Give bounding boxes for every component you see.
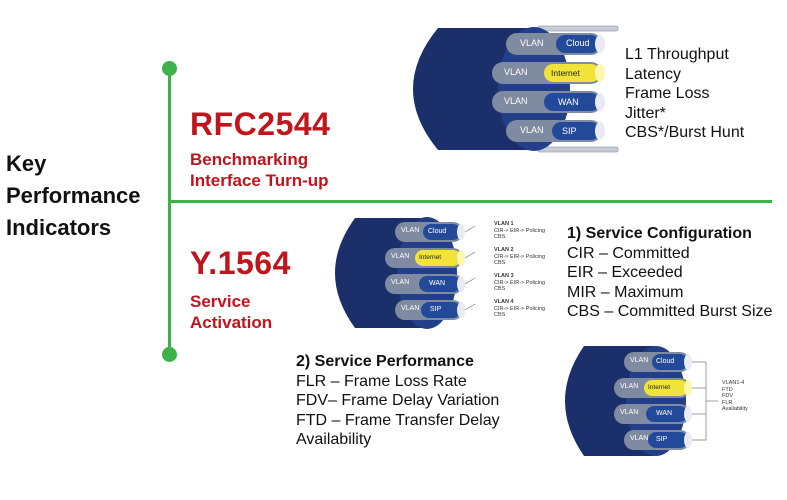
vlan-note-title: VLAN 2	[494, 247, 514, 253]
service-label: Cloud	[656, 358, 675, 365]
kpi-line: Indicators	[6, 215, 112, 240]
bottom-node-dot	[162, 347, 177, 362]
rfc-wire-wan	[492, 91, 605, 113]
config-item: EIR – Exceeded	[567, 264, 683, 281]
service-label: Internet	[419, 254, 442, 261]
y1564-subtitle-line: Service	[190, 292, 251, 311]
vlan-label: VLAN	[520, 38, 544, 48]
vlan-note-line: CIR-> EIR-> Policing	[494, 305, 546, 312]
horizontal-divider	[168, 200, 772, 203]
vlan-note-line: CIR-> EIR-> Policing	[494, 253, 546, 260]
metric-item: Frame Loss	[625, 85, 710, 102]
kpi-line: Performance	[6, 183, 141, 208]
performance-note: VLAN1-4 FTD FDV FLR Availability	[722, 380, 748, 413]
config-item: MIR – Maximum	[567, 283, 684, 301]
y1564-subtitle-line: Activation	[190, 313, 273, 332]
vlan-note-line: CBS	[494, 260, 506, 266]
metric-item: CBS*/Burst Hunt	[625, 124, 745, 141]
performance-note-line: FDV	[722, 393, 733, 399]
kpi-label: Key Performance Indicators	[6, 148, 141, 244]
service-label: WAN	[558, 97, 579, 107]
vlan-label: VLAN	[630, 435, 649, 442]
vlan-note-line: CBS	[494, 286, 506, 292]
service-label: SIP	[562, 126, 577, 136]
performance-item: FTD – Frame Transfer Delay	[296, 411, 500, 429]
vlan-note-line: CIR-> EIR-> Policing	[494, 279, 546, 286]
vlan-label: VLAN	[401, 227, 420, 234]
service-label: WAN	[429, 280, 446, 287]
performance-note-line: FTD	[722, 386, 733, 393]
service-configuration-heading: 1) Service Configuration	[567, 225, 752, 242]
vlan-note-line: CBS	[494, 312, 506, 318]
performance-note-line: VLAN1-4	[722, 380, 745, 386]
kpi-line: Key	[6, 151, 47, 176]
service-label: WAN	[656, 410, 673, 417]
service-label: SIP	[430, 306, 442, 313]
metric-item: Latency	[625, 65, 682, 83]
vlan-label: VLAN	[504, 96, 528, 106]
config-item: CBS – Committed Burst Size	[567, 303, 773, 320]
performance-item: FDV– Frame Delay Variation	[296, 392, 500, 409]
rfc2544-subtitle: Benchmarking Interface Turn-up	[190, 149, 329, 191]
vlan-label: VLAN	[391, 279, 410, 286]
rfc2544-subtitle-line: Benchmarking	[190, 150, 309, 169]
vlan-label: VLAN	[520, 125, 544, 135]
metric-item: Jitter*	[625, 104, 666, 122]
vlan-note-title: VLAN 1	[494, 221, 514, 227]
vlan-note-line: CIR-> EIR-> Policing	[494, 227, 546, 234]
rfc-wire-cloud	[506, 33, 605, 55]
vlan-note-title: VLAN 4	[494, 299, 514, 305]
rfc2544-subtitle-line: Interface Turn-up	[190, 171, 329, 190]
vertical-connector	[168, 68, 171, 356]
vlan-note-title: VLAN 3	[494, 273, 514, 279]
y1564-subtitle: Service Activation	[190, 291, 272, 333]
metric-item: L1 Throughput	[625, 46, 729, 63]
rfc2544-title: RFC2544	[190, 106, 331, 142]
y1564-performance-cable-diagram: VLAN Cloud VLAN Internet VLAN WAN VLAN S…	[546, 342, 718, 460]
vlan-note: VLAN 1 CIR-> EIR-> Policing CBS	[494, 221, 545, 241]
rfc2544-metrics-list: L1 Throughput Latency Frame Loss Jitter*…	[625, 45, 744, 143]
performance-note-line: Availability	[722, 406, 748, 412]
vlan-label: VLAN	[401, 305, 420, 312]
vlan-note-line: CBS	[494, 234, 506, 240]
vlan-label: VLAN	[504, 67, 528, 77]
rfc-wire-internet	[492, 62, 605, 84]
service-label: SIP	[656, 436, 668, 443]
service-label: Cloud	[566, 38, 590, 48]
performance-item: FLR – Frame Loss Rate	[296, 372, 467, 390]
vlan-label: VLAN	[630, 357, 649, 364]
service-label: Cloud	[428, 228, 447, 235]
vlan-label: VLAN	[391, 253, 410, 260]
service-performance-list: 2) Service Performance FLR – Frame Loss …	[296, 352, 500, 450]
service-configuration-list: 1) Service Configuration CIR – Committed…	[567, 224, 772, 322]
service-label: Internet	[551, 68, 580, 78]
service-performance-heading: 2) Service Performance	[296, 353, 474, 370]
service-label: Internet	[648, 384, 671, 391]
vlan-note: VLAN 4 CIR-> EIR-> Policing CBS	[494, 299, 545, 319]
vlan-note: VLAN 3 CIR-> EIR-> Policing CBS	[494, 273, 545, 293]
y1564-title: Y.1564	[190, 245, 291, 281]
performance-item: Availability	[296, 431, 372, 448]
config-item: CIR – Committed	[567, 244, 690, 262]
rfc-wire-sip	[506, 120, 605, 142]
performance-note-line: FLR	[722, 399, 733, 406]
top-node-dot	[162, 61, 177, 76]
y1564-config-cable-diagram: VLAN Cloud VLAN Internet VLAN WAN VLAN S…	[315, 212, 476, 334]
vlan-label: VLAN	[620, 409, 639, 416]
vlan-label: VLAN	[620, 383, 639, 390]
vlan-note: VLAN 2 CIR-> EIR-> Policing CBS	[494, 247, 545, 267]
rfc2544-cable-diagram: VLAN Cloud VLAN Internet VLAN WAN VLAN S…	[388, 24, 619, 154]
